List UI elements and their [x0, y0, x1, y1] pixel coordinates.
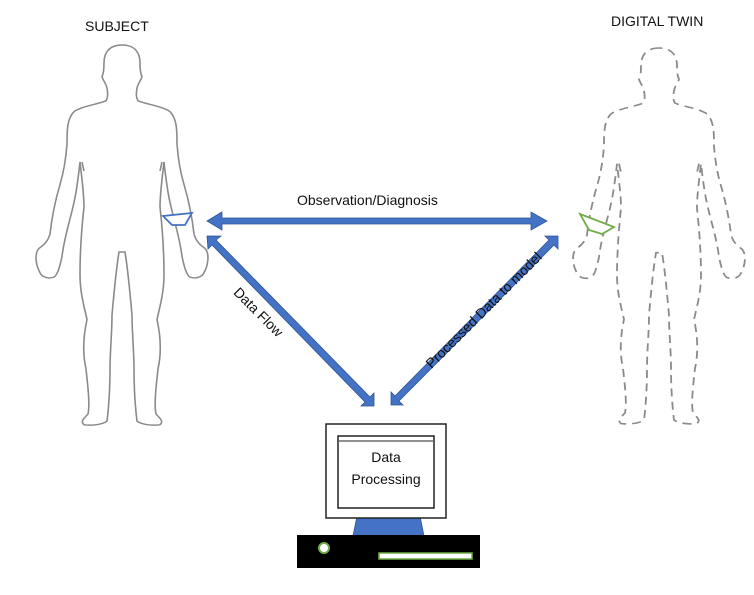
power-led-icon — [318, 542, 330, 554]
data-flow-arrow — [206, 235, 375, 407]
subject-label: SUBJECT — [85, 18, 149, 34]
data-processing-label: Data Processing — [338, 446, 434, 490]
twin-body-icon — [572, 47, 746, 425]
processed-data-arrow — [390, 235, 559, 406]
monitor-stand — [352, 515, 425, 537]
data-processing-line2: Processing — [351, 471, 421, 487]
drive-slot — [378, 552, 473, 560]
subject-wristband-icon — [161, 211, 194, 226]
data-processing-line1: Data — [371, 449, 401, 465]
subject-body-icon — [35, 44, 209, 426]
twin-wristband-icon — [577, 212, 617, 235]
computer-icon — [297, 423, 480, 568]
observation-arrow — [206, 211, 548, 231]
digital-twin-label: DIGITAL TWIN — [611, 13, 704, 29]
monitor-screen — [337, 435, 435, 509]
observation-label: Observation/Diagnosis — [297, 192, 438, 208]
